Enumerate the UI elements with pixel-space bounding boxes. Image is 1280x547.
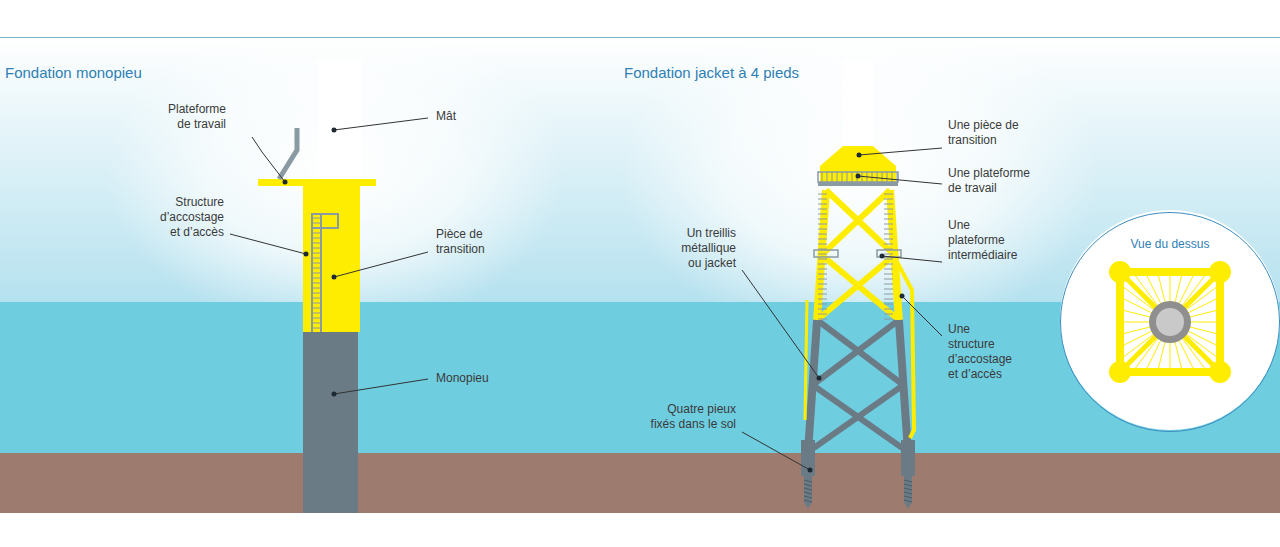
top-view: [1109, 261, 1231, 383]
leader-dots: [283, 128, 905, 473]
inset-title: Vue du dessus: [1061, 237, 1279, 252]
part-label: Quatre pieux fixés dans le sol: [640, 402, 736, 432]
part-label: Monopieu: [436, 371, 516, 386]
access-ladder: [312, 214, 338, 332]
mast: [843, 60, 873, 148]
section-heading: Fondation jacket à 4 pieds: [624, 64, 799, 82]
top-rule: [0, 37, 1280, 38]
part-label: Une plateforme de travail: [948, 166, 1040, 196]
transition-piece: [303, 184, 360, 332]
part-label: Structure d’accostage et d’accès: [156, 195, 224, 240]
glow: [620, 0, 1100, 340]
leader-lines: [230, 118, 942, 470]
work-platform: [258, 179, 376, 186]
monopile-foundation: [258, 60, 376, 513]
mast: [318, 60, 362, 182]
inset-ground: [1060, 210, 1280, 430]
part-label: Une structure d’accostage et d’accès: [948, 322, 1018, 382]
inset-circle: Vue du dessus: [1060, 212, 1280, 432]
seabed: [0, 453, 1280, 513]
platform-crane: [279, 128, 297, 179]
part-label: Un treillis métallique ou jacket: [668, 226, 736, 271]
monopile: [303, 330, 358, 513]
part-label: Une pièce de transition: [948, 118, 1026, 148]
part-label: Mât: [436, 109, 496, 124]
part-label: Pièce de transition: [436, 227, 512, 257]
part-label: Une plateforme intermédiaire: [948, 218, 1028, 263]
jacket-foundation: [801, 60, 915, 509]
section-heading: Fondation monopieu: [5, 64, 142, 82]
part-label: Plateforme de travail: [156, 102, 226, 132]
